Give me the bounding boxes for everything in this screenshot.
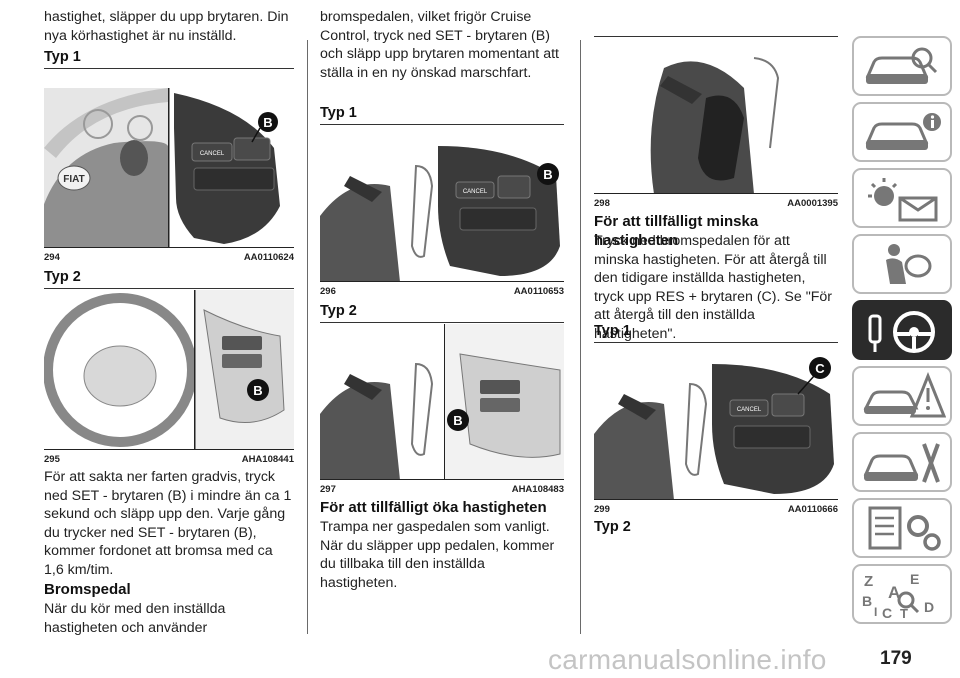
column-divider — [580, 40, 581, 634]
pedal-illustration — [650, 57, 780, 193]
page-number: 179 — [880, 648, 912, 669]
typ2-label: Typ 2 — [594, 519, 631, 535]
figure-295: B — [44, 290, 294, 450]
alphabet-index-icon: Z E A B C T D I — [862, 571, 934, 620]
intro-text: hastighet, släpper du upp brytaren. Din … — [44, 9, 289, 44]
car-search-icon — [865, 47, 938, 84]
caption-296: 296 AA0110653 — [320, 286, 564, 298]
steering-wheel-type2-illustration: B — [44, 290, 294, 449]
callout-b: B — [263, 115, 272, 130]
cancel-switch-label: CANCEL — [463, 189, 488, 195]
decrease-speed-text: För att sakta ner farten gradvis, tryck … — [44, 469, 292, 578]
figure-code: AA0110624 — [243, 252, 294, 263]
bromspedal-text: När du kör med den inställda hastigheten… — [44, 601, 226, 636]
figure-297: B — [320, 324, 564, 480]
figure-298 — [594, 38, 838, 194]
figure-number: 296 — [320, 286, 336, 297]
stalk-switch-illustration: CANCEL B — [320, 146, 560, 281]
callout-b: B — [453, 413, 462, 428]
caption-294: 294 AA0110624 — [44, 252, 294, 264]
index-letter: B — [862, 593, 872, 609]
increase-speed-text: Trampa ner gaspedalen som vanligt. När d… — [320, 519, 555, 591]
caption-299: 299 AA0110666 — [594, 504, 838, 516]
intro-text: bromspedalen, vilket frigör Cruise Contr… — [320, 9, 559, 81]
typ1-label: Typ 1 — [320, 105, 357, 121]
index-letter: C — [882, 605, 892, 620]
figure-code: AA0110666 — [787, 504, 838, 515]
car-warning-triangle-icon — [863, 372, 946, 418]
cancel-switch-label: CANCEL — [737, 407, 762, 413]
decrease-speed-heading: För att tillfälligt minska hastigheten — [594, 213, 759, 249]
stalk-switch-res-illustration: CANCEL C — [594, 357, 834, 499]
tab-safety[interactable] — [852, 234, 952, 294]
decrease-speed-text: Tryck ned bromspedalen för att minska ha… — [594, 233, 833, 342]
figure-number: 295 — [44, 454, 60, 465]
callout-b: B — [543, 167, 552, 182]
steering-wheel-key-icon — [868, 311, 935, 353]
figure-code: AHA108483 — [511, 484, 564, 495]
airbag-seatbelt-icon — [886, 244, 932, 284]
caption-298: 298 AA0001395 — [594, 198, 838, 210]
stalk-switch-type2-illustration: B — [320, 324, 564, 479]
warning-light-icon — [868, 178, 938, 222]
index-letter: A — [888, 583, 900, 602]
tab-index[interactable]: Z E A B C T D I — [852, 564, 952, 624]
figure-number: 298 — [594, 198, 610, 209]
column-divider — [307, 40, 308, 634]
figure-top-rule — [594, 36, 838, 37]
tab-emergency[interactable] — [852, 366, 952, 426]
typ2-label: Typ 2 — [320, 303, 357, 319]
figure-top-rule — [594, 342, 838, 343]
figure-top-rule — [320, 124, 564, 125]
car-info-icon — [865, 113, 941, 150]
bromspedal-heading: Bromspedal — [44, 581, 131, 598]
caption-297: 297 AHA108483 — [320, 484, 564, 496]
figure-number: 297 — [320, 484, 336, 495]
figure-top-rule — [44, 288, 294, 289]
callout-b: B — [253, 383, 262, 398]
caption-295: 295 AHA108441 — [44, 454, 294, 466]
figure-296: CANCEL B — [320, 126, 564, 282]
typ2-label: Typ 2 — [44, 269, 81, 285]
document-gears-icon — [868, 506, 941, 551]
increase-speed-heading: För att tillfälligt öka hastigheten — [320, 499, 547, 516]
tab-maintenance[interactable] — [852, 432, 952, 492]
figure-code: AA0001395 — [787, 198, 838, 209]
figure-code: AHA108441 — [241, 454, 294, 465]
figure-top-rule — [320, 322, 564, 323]
tab-dashboard-search[interactable] — [852, 36, 952, 96]
figure-top-rule — [44, 68, 294, 69]
callout-c: C — [815, 361, 825, 376]
tab-car-info[interactable] — [852, 102, 952, 162]
watermark: carmanualsonline.info — [548, 644, 827, 675]
tab-driving[interactable] — [852, 300, 952, 360]
index-letter: Z — [864, 573, 873, 590]
index-letter: D — [924, 599, 934, 615]
tab-warning-lights[interactable] — [852, 168, 952, 228]
car-wrench-icon — [863, 443, 940, 483]
cancel-switch-label: CANCEL — [200, 151, 225, 157]
fiat-logo-text: FIAT — [63, 174, 84, 185]
tab-technical-data[interactable] — [852, 498, 952, 558]
typ1-label: Typ 1 — [594, 323, 631, 339]
figure-294: FIAT CANCEL B — [44, 88, 294, 248]
typ1-label: Typ 1 — [44, 49, 81, 65]
index-letter: E — [910, 571, 919, 587]
figure-number: 294 — [44, 252, 60, 263]
figure-code: AA0110653 — [513, 286, 564, 297]
figure-number: 299 — [594, 504, 610, 515]
figure-299: CANCEL C — [594, 344, 838, 500]
index-letter: I — [874, 605, 877, 619]
index-letter: T — [900, 606, 908, 620]
steering-wheel-closeup-illustration: FIAT CANCEL B — [44, 88, 294, 247]
